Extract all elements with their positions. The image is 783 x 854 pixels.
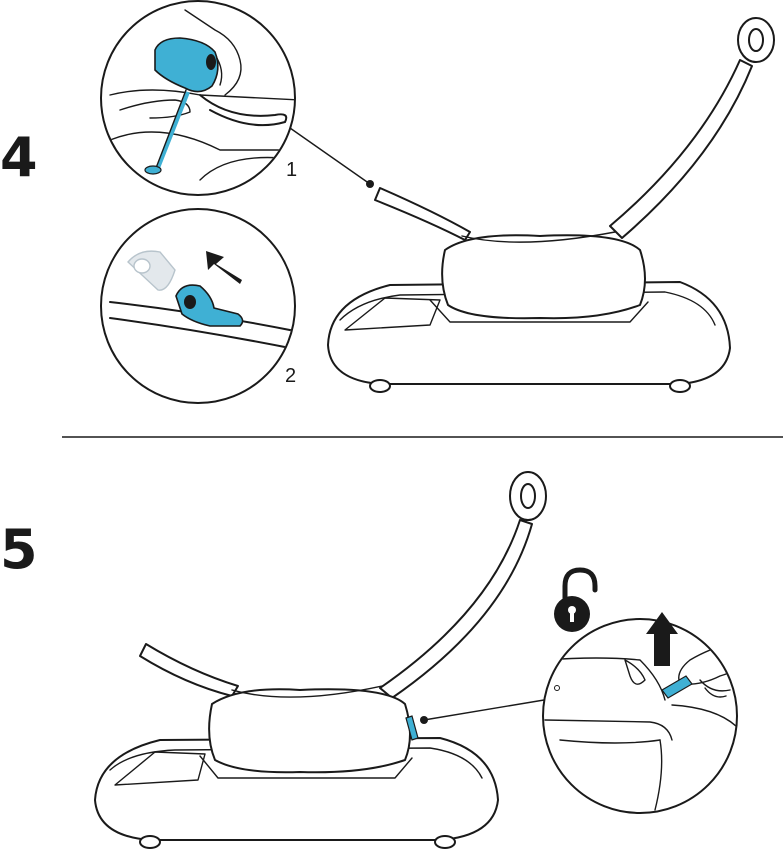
unlock-icon xyxy=(554,570,595,632)
callout-2-label: 2 xyxy=(285,365,296,387)
step-4: 4 xyxy=(0,1,774,403)
leader-line-2 xyxy=(424,700,544,720)
step-5-number: 5 xyxy=(0,518,38,581)
bouncer-step-4 xyxy=(328,18,774,392)
step-5: 5 xyxy=(0,472,745,848)
callout-1-label: 1 xyxy=(286,159,297,181)
step-4-number: 4 xyxy=(0,126,38,189)
detail-circle-3 xyxy=(543,612,745,813)
bouncer-step-5 xyxy=(95,472,546,848)
detail-circle-2 xyxy=(101,209,300,403)
detail-circle-1 xyxy=(101,1,300,195)
leader-line-1 xyxy=(290,128,370,184)
